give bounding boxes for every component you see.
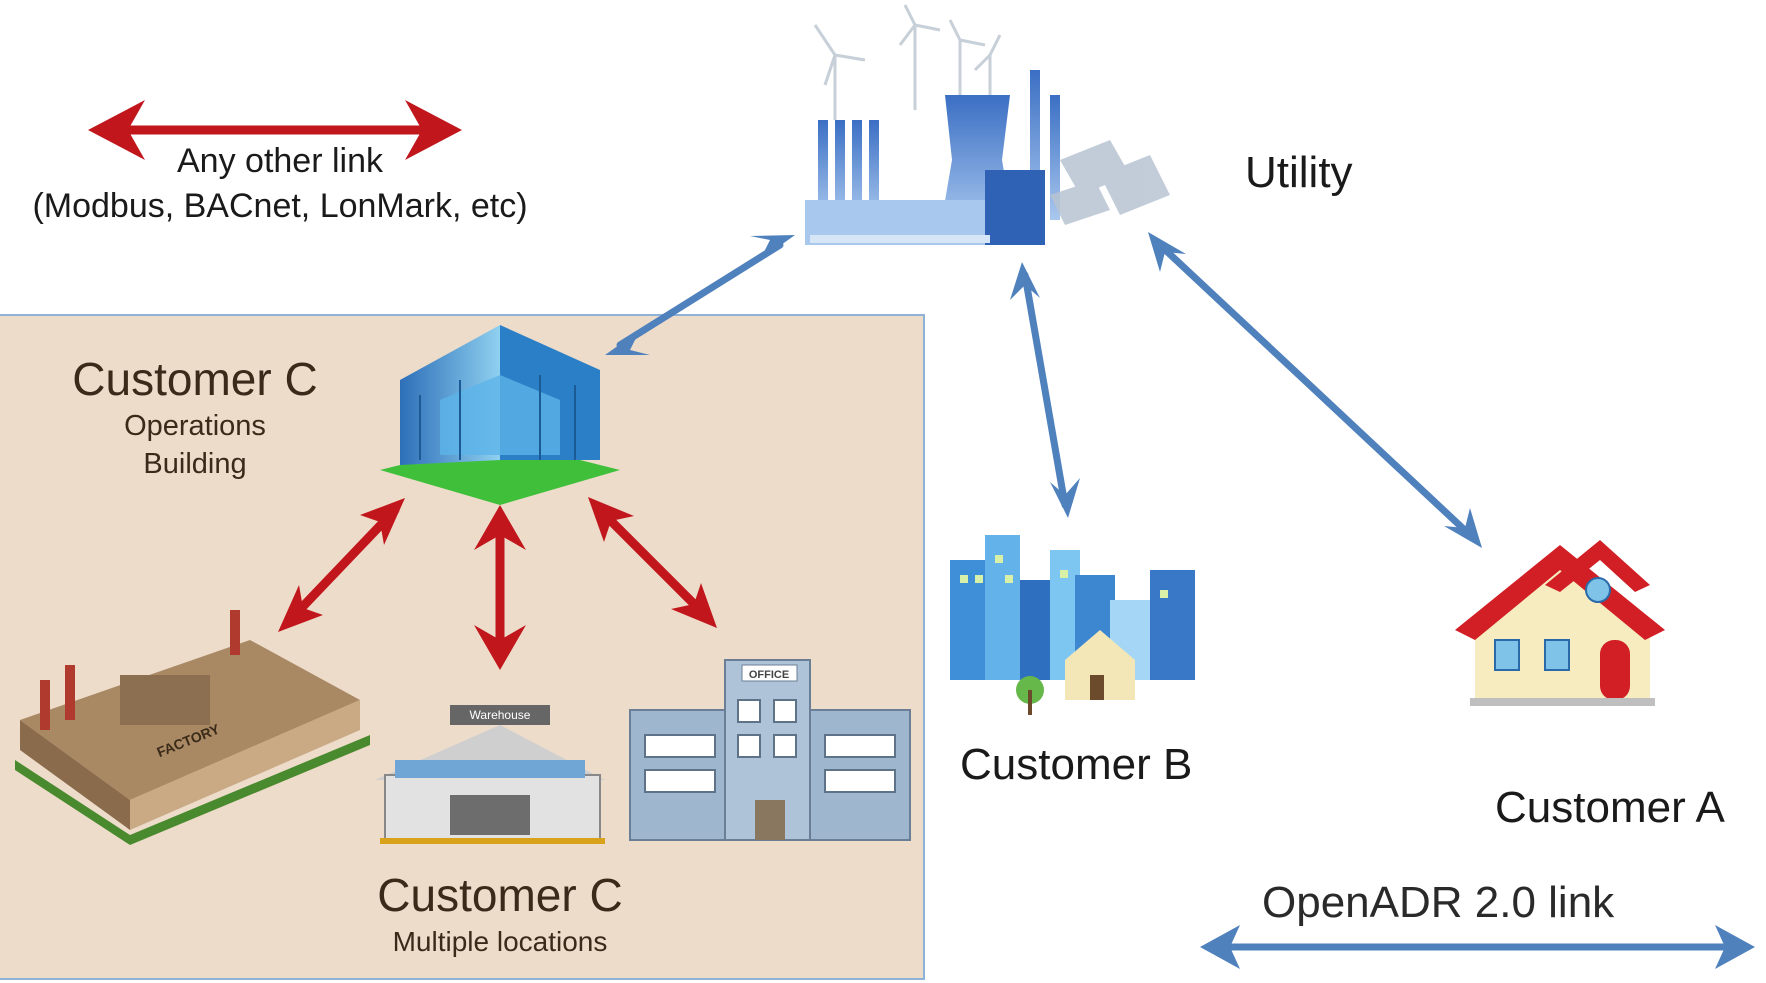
customer-c-sites-title: Customer C xyxy=(377,869,623,921)
customer-c-ops-line1: Operations xyxy=(124,410,266,442)
openadr-link-utility-customer-b xyxy=(1010,262,1080,518)
openadr-legend-label: OpenADR 2.0 link xyxy=(1262,878,1615,927)
other-link-ops-warehouse xyxy=(474,505,526,670)
office-building-icon: OFFICE xyxy=(629,659,911,841)
warehouse-icon: Warehouse xyxy=(375,705,605,844)
other-link-legend-title: Any other link xyxy=(177,142,383,180)
customer-a-label: Customer A xyxy=(1495,783,1725,832)
power-plant-icon xyxy=(805,4,1170,245)
other-link-ops-factory xyxy=(278,498,405,632)
customer-c-ops-title: Customer C xyxy=(72,353,318,405)
other-link-legend-arrow xyxy=(88,100,462,160)
openadr-link-utility-customer-c xyxy=(605,235,795,355)
factory-icon: FACTORY xyxy=(15,610,370,845)
other-link-legend-protocols: (Modbus, BACnet, LonMark, etc) xyxy=(32,187,528,225)
customer-b-label: Customer B xyxy=(960,740,1193,789)
city-buildings-icon xyxy=(950,535,1195,715)
warehouse-sign: Warehouse xyxy=(470,708,531,722)
other-link-ops-office xyxy=(588,497,717,628)
office-sign: OFFICE xyxy=(749,669,789,681)
openadr-link-utility-customer-a xyxy=(1148,232,1482,548)
utility-label: Utility xyxy=(1245,148,1353,197)
customer-c-ops-line2: Building xyxy=(143,448,247,480)
house-icon xyxy=(1455,540,1665,706)
openadr-legend-arrow xyxy=(1200,925,1755,969)
customer-c-sites-subtitle: Multiple locations xyxy=(392,926,608,957)
office-tower-icon xyxy=(380,325,620,505)
